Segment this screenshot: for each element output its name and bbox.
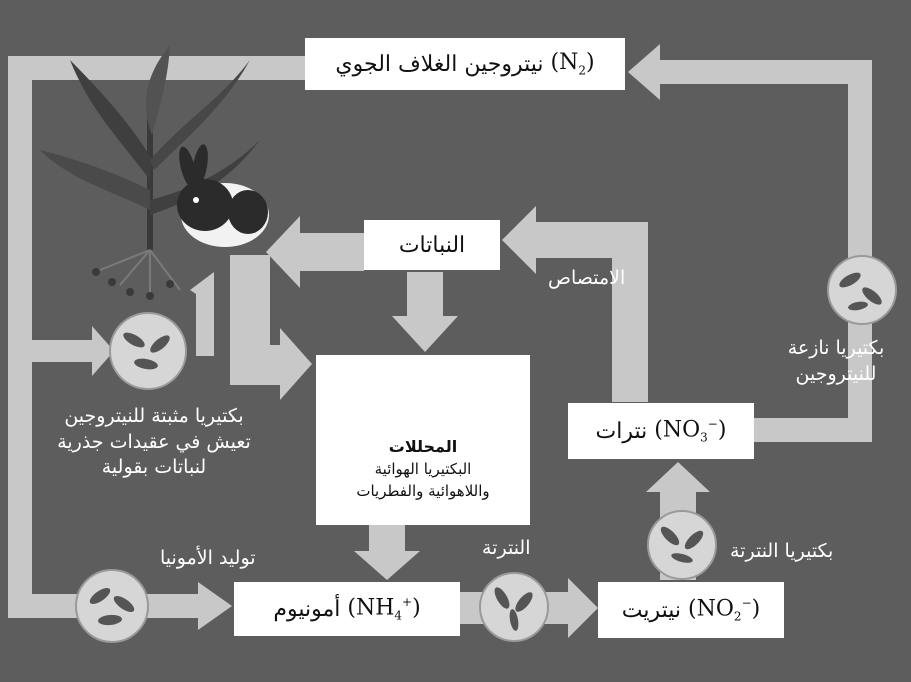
arrow-head-to-ammonium: [198, 582, 232, 630]
nitrates-box: نترات (NO3−): [568, 403, 754, 459]
ammonium-label: أمونيوم: [273, 596, 341, 622]
arrow-head-to-atmosphere: [628, 44, 660, 100]
ammonification-label: توليد الأمونيا: [160, 547, 256, 569]
arrow-head-to-nitrite: [568, 578, 598, 638]
nitrates-formula: (NO3−): [654, 417, 727, 445]
absorption-label: الامتصاص: [548, 267, 626, 289]
arrow-plants-down: [407, 272, 443, 316]
arrow-denitrify-top: [660, 60, 872, 84]
arrow-plants-left: [300, 233, 364, 271]
fixing-line-3: لنباتات بقولية: [101, 456, 207, 479]
arrow-decomposers-down: [369, 525, 405, 551]
decomposers-line-1: البكتيريا الهوائية: [374, 460, 472, 478]
nitrogen-fixing-bacteria-label: بكتيريا مثبتة للنيتروجين تعيش في عقيدات …: [24, 404, 284, 481]
arrow-head-to-plants: [502, 206, 536, 274]
denitrifying-bacteria-icon: [827, 255, 897, 325]
plants-label: النباتات: [398, 232, 466, 258]
decomposers-box: المحللات البكتيريا الهوائية واللاهوائية …: [316, 355, 530, 525]
denitrifying-line-2: للنيتروجين: [795, 362, 877, 385]
arrow-head-to-animal: [266, 216, 300, 288]
arrow-left-vertical: [8, 56, 32, 616]
atmosphere-box: نيتروجين الغلاف الجوي (N2): [305, 38, 625, 90]
arrow-head-to-roots: [190, 272, 214, 306]
ammonium-formula: (NH4+): [347, 595, 421, 623]
legume-plant-icon: [40, 45, 260, 300]
ammonium-box: أمونيوم (NH4+): [234, 582, 460, 636]
arrow-to-fixing: [22, 340, 94, 362]
nitrification-label: النترتة: [482, 537, 531, 559]
arrow-head-to-ammonium-down: [354, 551, 420, 580]
atmosphere-formula: (N2): [550, 50, 595, 78]
nitrites-box: نيتريت (NO2−): [598, 582, 784, 638]
arrow-head-into-decomposers: [280, 328, 312, 400]
arrow-head-to-fixing: [92, 326, 114, 376]
fixing-line-1: بكتيريا مثبتة للنيتروجين: [64, 405, 244, 427]
atmosphere-label: نيتروجين الغلاف الجوي: [335, 51, 544, 77]
nitrogen-fixing-bacteria-icon: [109, 312, 187, 390]
arrow-fixing-up-right: [196, 292, 214, 356]
decomposers-title: المحللات: [388, 437, 458, 456]
nitrites-label: نيتريت: [621, 597, 682, 623]
decomposers-line-2: واللاهوائية والفطريات: [356, 481, 490, 500]
arrow-denitrify-vertical: [848, 68, 872, 442]
nitrification-bacteria-icon: [479, 572, 549, 642]
decomposers-description: البكتيريا الهوائية واللاهوائية والفطريات: [316, 459, 530, 503]
rabbit-icon: [177, 144, 269, 247]
nitrates-label: نترات: [595, 418, 648, 444]
arrow-head-to-nitrate: [646, 462, 710, 492]
plants-box: النباتات: [364, 220, 500, 270]
nitrifying-bacteria-icon: [647, 510, 717, 580]
fixing-line-2: تعيش في عقيدات جذرية: [57, 430, 251, 453]
ammonifying-bacteria-icon: [75, 569, 149, 643]
arrow-left-into-decomposers: [230, 345, 280, 385]
arrow-head-plants-decomposers: [392, 316, 458, 352]
nitrifying-bacteria-label: بكتيريا النترتة: [730, 540, 834, 562]
denitrifying-line-1: بكتيريا نازعة: [787, 337, 885, 359]
nitrites-formula: (NO2−): [688, 596, 761, 624]
denitrifying-bacteria-label: بكتيريا نازعة للنيتروجين: [770, 336, 902, 387]
arrow-absorption-top: [536, 222, 648, 258]
